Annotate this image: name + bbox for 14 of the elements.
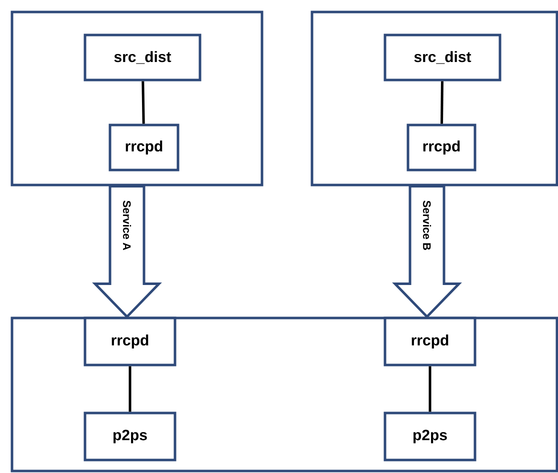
process-box: rrcpd <box>84 316 176 366</box>
connector-line <box>128 366 132 412</box>
block-arrow <box>392 185 462 319</box>
connector-line <box>428 366 432 412</box>
process-box: src_dist <box>384 34 502 82</box>
connector-line <box>142 81 145 124</box>
process-box: rrcpd <box>406 124 476 172</box>
process-box: p2ps <box>84 412 176 462</box>
connector-line <box>440 81 444 124</box>
process-box: rrcpd <box>384 316 476 366</box>
process-box: src_dist <box>84 34 202 82</box>
process-box: rrcpd <box>108 124 180 172</box>
process-box: p2ps <box>384 412 476 462</box>
block-arrow <box>92 185 162 319</box>
